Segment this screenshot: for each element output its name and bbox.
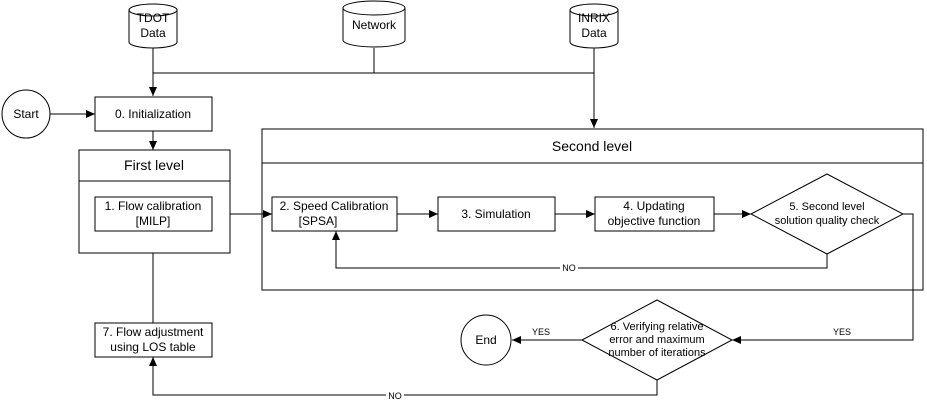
- simulation-box: 3. Simulation: [437, 196, 556, 232]
- end-label: End: [475, 333, 496, 347]
- verification-yes-label: YES: [532, 327, 550, 337]
- arrow-check-yes-to-verify: [732, 213, 914, 344]
- quality-check-label-line2: solution quality check: [775, 215, 880, 227]
- tdot-data-label-line1: TDOT: [137, 11, 170, 25]
- flow-adjustment-label-line1: 7. Flow adjustment: [103, 325, 204, 339]
- speed-calibration-label-line2: [SPSA]: [299, 214, 338, 228]
- arrow-verify-no-to-adjust: [149, 357, 658, 396]
- flow-calibration-box: 1. Flow calibration[MILP]: [94, 196, 213, 232]
- flow-calibration-label-line2: [MILP]: [136, 214, 171, 228]
- speed-calibration-label-line1: 2. Speed Calibration: [280, 199, 389, 213]
- quality-check-yes-label: YES: [833, 327, 851, 337]
- verification-label-line2: error and maximum: [609, 334, 704, 346]
- edge-labels: NO YES YES NO: [386, 262, 851, 401]
- updating-objective-label-line2: objective function: [608, 214, 701, 228]
- verification-label-line3: number of iterations: [608, 347, 706, 359]
- updating-objective-label-line1: 4. Updating: [623, 199, 684, 213]
- inrix-data-label-line2: Data: [581, 26, 607, 40]
- network-label: Network: [352, 18, 397, 32]
- network-cylinder: Network: [342, 0, 406, 48]
- simulation-label: 3. Simulation: [461, 207, 530, 221]
- flow-calibration-label-line1: 1. Flow calibration: [105, 199, 202, 213]
- connectors: [50, 48, 914, 396]
- svg-text:2. Speed Calibration[SPSA]: 2. Speed Calibration[SPSA]: [280, 199, 389, 228]
- inrix-data-label-line1: INRIX: [578, 11, 610, 25]
- second-level-container: Second level: [261, 128, 924, 291]
- start-terminal: Start: [1, 89, 51, 139]
- quality-check-label-line1: 5. Second level: [789, 201, 864, 213]
- speed-calibration-box: 2. Speed Calibration[SPSA]: [271, 196, 398, 232]
- initialization-label: 0. Initialization: [115, 107, 191, 121]
- initialization-box: 0. Initialization: [94, 96, 213, 132]
- tdot-data-label-line2: Data: [140, 26, 166, 40]
- flow-adjustment-label-line2: using LOS table: [110, 340, 196, 354]
- quality-check-no-label: NO: [562, 263, 576, 273]
- svg-text:1. Flow calibration[MILP]: 1. Flow calibration[MILP]: [105, 199, 202, 228]
- second-level-title: Second level: [552, 138, 632, 154]
- start-label: Start: [13, 107, 39, 121]
- quality-check-decision: 5. Second level solution quality check: [749, 173, 905, 255]
- verification-no-label: NO: [388, 391, 402, 401]
- first-level-title: First level: [124, 157, 184, 173]
- verification-label-line1: 6. Verifying relative: [611, 321, 704, 333]
- arrow-check-no-loop: [332, 231, 828, 269]
- end-terminal: End: [460, 314, 512, 366]
